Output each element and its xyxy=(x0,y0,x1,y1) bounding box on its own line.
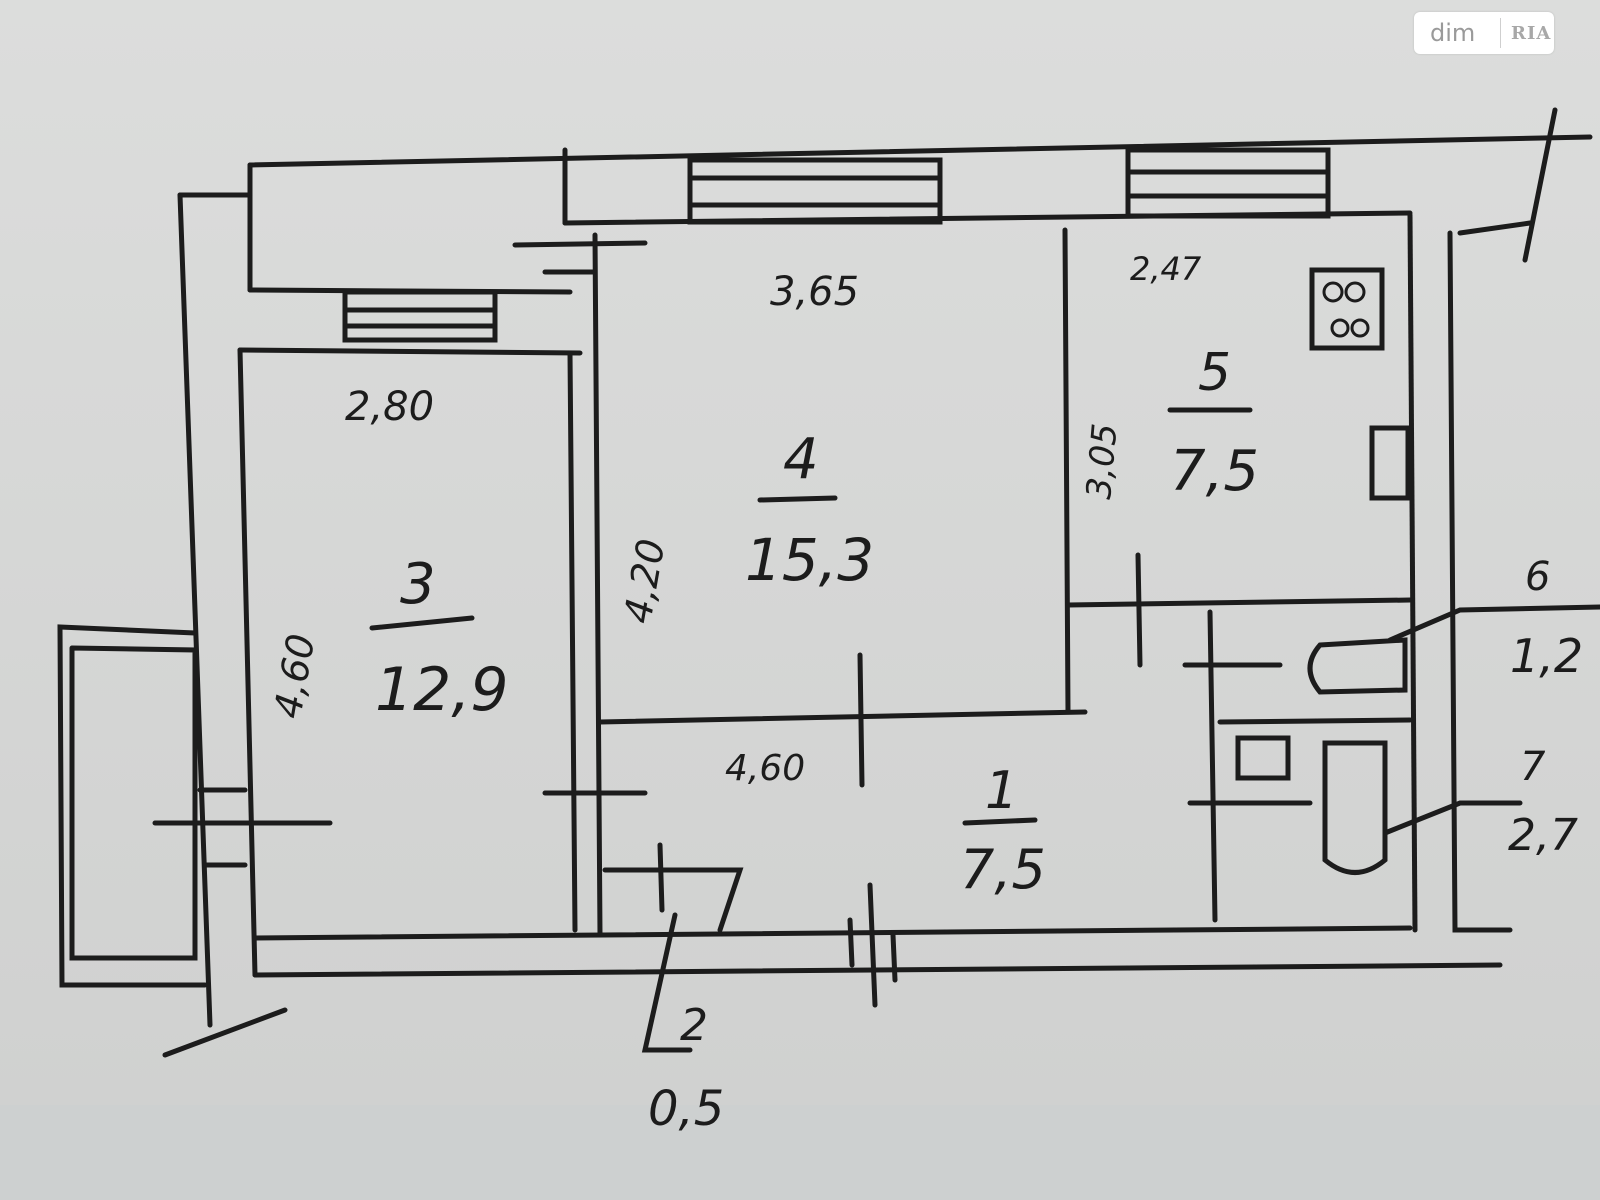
window-room5 xyxy=(1125,147,1331,219)
room3-number: 3 xyxy=(400,552,436,617)
dim-room5-length: 3,05 xyxy=(1079,422,1125,501)
window-room4 xyxy=(687,157,943,225)
room4-door-mark xyxy=(857,652,865,788)
dim-room3-length: 4,60 xyxy=(266,631,324,722)
bottom-inner-wall xyxy=(252,925,1413,941)
stove-symbol xyxy=(1309,267,1385,351)
room1-fraction-bar xyxy=(962,817,1038,826)
right-wall-top xyxy=(1457,220,1533,236)
room5-right-wall xyxy=(1407,212,1418,933)
room4-fraction-bar xyxy=(757,495,838,503)
entrance-door-jamb1 xyxy=(847,917,855,968)
left-inner-wall xyxy=(237,347,258,978)
room4-area: 15,3 xyxy=(745,526,874,594)
right-outer-wall xyxy=(1447,230,1513,933)
bath-leader-line xyxy=(1382,800,1523,836)
bathtub-symbol xyxy=(1322,740,1388,875)
right-wall-tick xyxy=(1522,107,1558,263)
room5-bottom-wall xyxy=(1065,597,1413,608)
room4-door-top xyxy=(512,240,648,248)
toilet-symbol xyxy=(1307,637,1408,695)
room3-area: 12,9 xyxy=(375,655,509,725)
wc-bottom-wall xyxy=(1217,717,1413,725)
dim-room3-width: 2,80 xyxy=(345,384,434,430)
room3-right-wall xyxy=(567,350,578,933)
room4-left-wall xyxy=(592,232,603,938)
dim-room4-width: 3,65 xyxy=(770,269,859,315)
paper-bottom-strip xyxy=(0,1105,1600,1200)
basin-symbol xyxy=(1235,735,1291,781)
bottom-outer-wall xyxy=(252,962,1503,978)
burner-3 xyxy=(1330,318,1350,338)
burner-4 xyxy=(1350,318,1370,338)
wc-leader-line xyxy=(1387,604,1600,643)
room2-area: 0,5 xyxy=(648,1081,724,1137)
room7-number: 7 xyxy=(1520,744,1546,790)
room4-number: 4 xyxy=(783,427,819,492)
room6-area: 1,2 xyxy=(1510,629,1583,683)
dim-room5-width: 2,47 xyxy=(1130,250,1202,288)
room5-door-mark xyxy=(1135,552,1143,668)
stove-burners xyxy=(1322,281,1370,338)
dimension-labels: 2,80 4,60 3,65 4,20 4,60 2,47 3,05 xyxy=(266,250,1202,789)
dim-room1-length: 4,60 xyxy=(725,748,805,789)
room-labels: 3 12,9 4 15,3 5 7,5 1 7,5 2 0,5 6 1,2 7 … xyxy=(375,343,1583,1137)
room3-fraction-bar xyxy=(369,615,475,631)
outer-wall-top xyxy=(247,134,1593,168)
burner-2 xyxy=(1344,281,1366,303)
burner-1 xyxy=(1322,281,1344,303)
entrance-door-jamb2 xyxy=(890,932,898,983)
watermark-divider xyxy=(1500,18,1501,48)
closet-leader-line xyxy=(641,912,693,1053)
left-outer-wall xyxy=(177,192,213,1028)
dimria-watermark: dim RIA xyxy=(1414,12,1554,54)
watermark-ria-logo: RIA xyxy=(1511,22,1552,44)
window-room3 xyxy=(342,289,498,343)
entrance-door-mark xyxy=(867,882,878,1008)
room6-number: 6 xyxy=(1525,554,1550,600)
room1-number: 1 xyxy=(985,761,1018,821)
room4-right-wall xyxy=(1062,227,1071,715)
balcony-inner xyxy=(69,645,198,961)
fraction-bars xyxy=(369,407,1253,826)
closet-divider xyxy=(657,842,665,913)
room1-area: 7,5 xyxy=(960,838,1046,901)
watermark-dim-text: dim xyxy=(1430,19,1476,47)
room5-number: 5 xyxy=(1198,343,1231,403)
closet-outline xyxy=(602,867,744,933)
room2-number: 2 xyxy=(680,1000,708,1051)
room5-area: 7,5 xyxy=(1170,439,1259,504)
balcony-outline xyxy=(57,624,208,988)
plan-walls xyxy=(57,107,1600,1058)
room7-area: 2,7 xyxy=(1508,810,1578,861)
left-wall-tick xyxy=(162,1007,288,1058)
bath-left-wall xyxy=(1207,609,1218,923)
dim-room4-length: 4,20 xyxy=(616,536,674,627)
room3-top-wall xyxy=(237,347,583,356)
room4-bottom-wall xyxy=(597,709,1088,725)
sink-symbol xyxy=(1369,425,1411,501)
